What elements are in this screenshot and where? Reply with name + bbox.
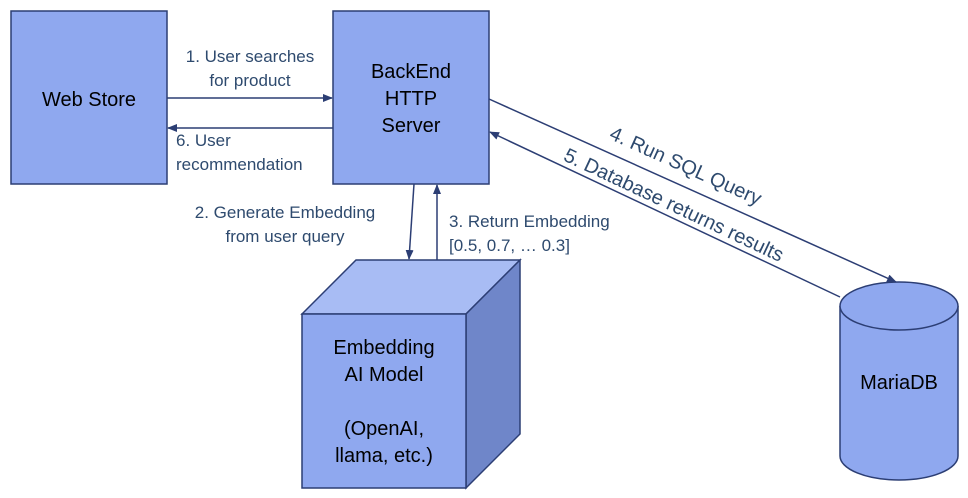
backend-server-node: BackEnd HTTP Server: [332, 10, 490, 185]
cylinder-body: [839, 306, 959, 481]
web-store-node: Web Store: [10, 10, 168, 185]
edge-label-return-line-1: 3. Return Embedding: [449, 212, 610, 231]
edge-label-user-searches-line-1: 1. User searches: [186, 47, 315, 66]
embedding-label-line-2: AI Model: [345, 364, 424, 386]
backend-label-line-2: HTTP: [385, 88, 437, 110]
cylinder-top: [839, 281, 959, 331]
edge-label-recommendation-line-2: recommendation: [176, 155, 303, 174]
edge-label-user-searches-line-2: for product: [209, 71, 291, 90]
web-store-box: [10, 10, 168, 185]
edge-label-recommendation-line-1: 6. User: [176, 131, 231, 150]
edge-label-generate-line-2: from user query: [225, 227, 345, 246]
backend-server-box: [332, 10, 490, 185]
mariadb-node: MariaDB: [839, 281, 959, 481]
web-store-label: Web Store: [42, 89, 136, 111]
backend-label-line-1: BackEnd: [371, 61, 451, 83]
edge-label-generate-line-1: 2. Generate Embedding: [195, 203, 376, 222]
mariadb-label: MariaDB: [860, 372, 938, 394]
arrow-run-sql-query: [488, 98, 897, 283]
arrow-generate-embedding: [405, 183, 415, 260]
embedding-label-line-5: llama, etc.): [335, 445, 433, 467]
edge-label-return-line-2: [0.5, 0.7, … 0.3]: [449, 236, 570, 255]
embedding-label-line-4: (OpenAI,: [344, 418, 424, 440]
cube-front-face: [301, 313, 467, 489]
backend-label-line-3: Server: [382, 115, 441, 137]
embedding-model-node: Embedding AI Model (OpenAI, llama, etc.): [300, 258, 522, 490]
arrow-database-returns: [489, 131, 841, 298]
embedding-label-line-1: Embedding: [333, 337, 434, 359]
